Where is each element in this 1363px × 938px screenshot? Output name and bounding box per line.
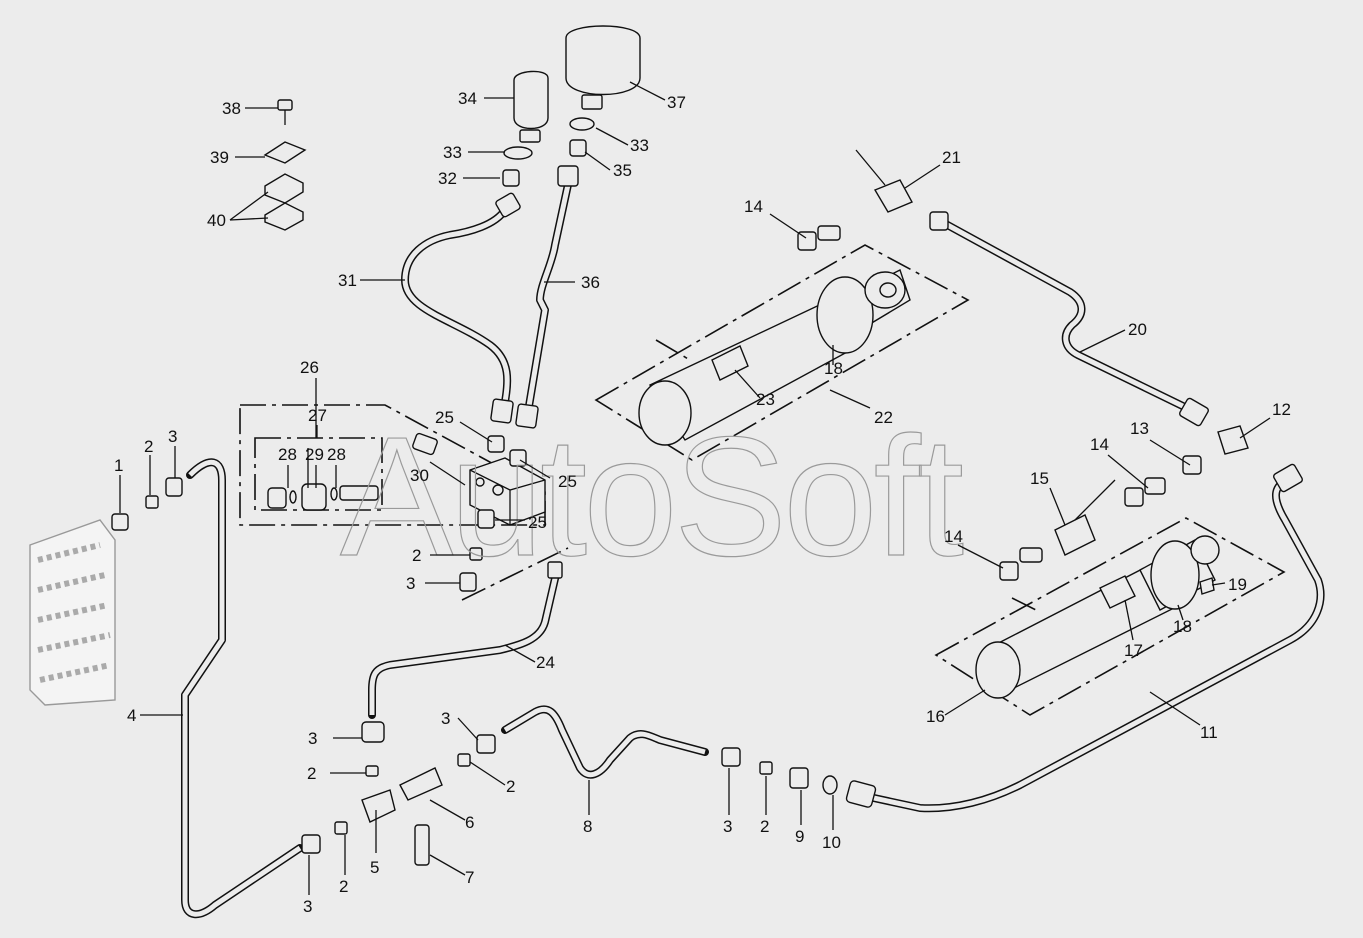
callout-10: 10 — [822, 833, 841, 852]
callout-7: 7 — [465, 868, 474, 887]
callout-2: 2 — [144, 437, 153, 456]
leader-lines — [119, 81, 1271, 895]
small-fittings — [111, 225, 1249, 866]
callout-18: 18 — [824, 359, 843, 378]
callout-14: 14 — [944, 527, 963, 546]
callout-28: 28 — [278, 445, 297, 464]
callout-9: 9 — [795, 827, 804, 846]
callout-33: 33 — [630, 136, 649, 155]
callout-20: 20 — [1128, 320, 1147, 339]
callout-2: 2 — [412, 546, 421, 565]
callout-3: 3 — [168, 427, 177, 446]
hoses — [181, 176, 1325, 919]
callout-2: 2 — [506, 777, 515, 796]
callout-2: 2 — [760, 817, 769, 836]
callout-24: 24 — [536, 653, 555, 672]
watermark: AutoSoft — [340, 402, 963, 592]
callout-3: 3 — [406, 574, 415, 593]
callout-2: 2 — [307, 764, 316, 783]
callout-14: 14 — [744, 197, 763, 216]
callout-2: 2 — [339, 877, 348, 896]
callout-23: 23 — [756, 390, 775, 409]
callout-14: 14 — [1090, 435, 1109, 454]
callout-33: 33 — [443, 143, 462, 162]
cylinder-upper — [638, 269, 911, 446]
callout-6: 6 — [465, 813, 474, 832]
callout-25: 25 — [435, 408, 454, 427]
clamp-parts — [263, 99, 307, 231]
callout-30: 30 — [410, 466, 429, 485]
callout-35: 35 — [613, 161, 632, 180]
callout-17: 17 — [1124, 641, 1143, 660]
callout-16: 16 — [926, 707, 945, 726]
callout-29: 29 — [305, 445, 324, 464]
callout-38: 38 — [222, 99, 241, 118]
callout-labels: 1 2 3 4 2 3 3 3 2 2 5 6 7 2 3 8 3 2 9 10… — [114, 89, 1291, 916]
callout-31: 31 — [338, 271, 357, 290]
hose-fittings — [361, 165, 1303, 808]
callout-39: 39 — [210, 148, 229, 167]
cylinder-lower — [975, 535, 1220, 699]
callout-37: 37 — [667, 93, 686, 112]
callout-3: 3 — [308, 729, 317, 748]
callout-19: 19 — [1228, 575, 1247, 594]
callout-34: 34 — [458, 89, 477, 108]
callout-25: 25 — [558, 472, 577, 491]
valve-group-26 — [267, 483, 379, 511]
callout-5: 5 — [370, 858, 379, 877]
callout-3: 3 — [441, 709, 450, 728]
callout-3: 3 — [723, 817, 732, 836]
callout-40: 40 — [207, 211, 226, 230]
callout-22: 22 — [874, 408, 893, 427]
callout-12: 12 — [1272, 400, 1291, 419]
control-valve-block — [29, 519, 116, 706]
callout-4: 4 — [127, 706, 136, 725]
manifold-block — [412, 432, 546, 529]
accumulators — [502, 25, 641, 187]
callout-15: 15 — [1030, 469, 1049, 488]
callout-32: 32 — [438, 169, 457, 188]
callout-27: 27 — [308, 406, 327, 425]
callout-8: 8 — [583, 817, 592, 836]
callout-21: 21 — [942, 148, 961, 167]
callout-25: 25 — [528, 513, 547, 532]
callout-13: 13 — [1130, 419, 1149, 438]
callout-26: 26 — [300, 358, 319, 377]
callout-3: 3 — [303, 897, 312, 916]
callout-18: 18 — [1173, 617, 1192, 636]
callout-11: 11 — [1200, 723, 1218, 742]
callout-28: 28 — [327, 445, 346, 464]
callout-1: 1 — [114, 456, 123, 475]
callout-36: 36 — [581, 273, 600, 292]
